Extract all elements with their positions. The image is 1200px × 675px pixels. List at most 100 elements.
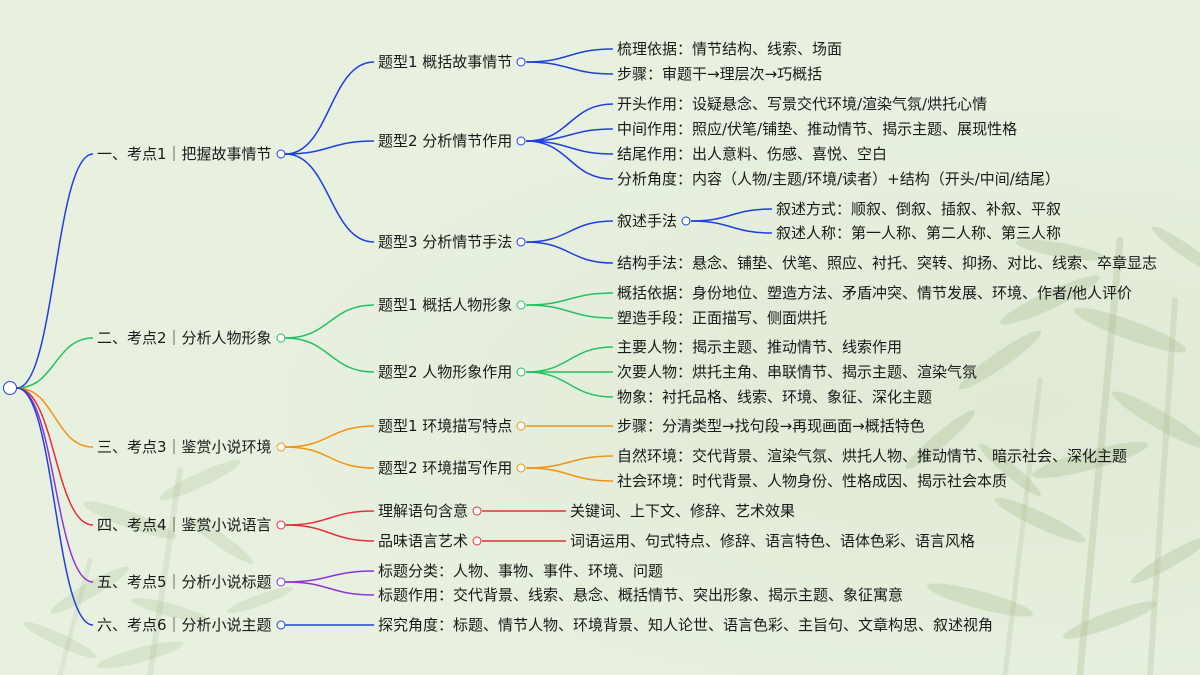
branch-5-topic-1-label[interactable]: 标题分类：人物、事物、事件、环境、问题 (378, 562, 664, 580)
branch-1-topic-3-item-1-connector (526, 220, 614, 243)
branch-2-topic-1-label[interactable]: 题型1 概括人物形象 (378, 296, 513, 314)
branch-2-topic-2-item-2-label[interactable]: 次要人物：烘托主角、串联情节、揭示主题、渲染气氛 (617, 363, 978, 381)
branch-2-topic-2-collapse-node[interactable] (516, 367, 526, 377)
branch-3-topic-2-item-1-label[interactable]: 自然环境：交代背景、渲染气氛、烘托人物、推动情节、暗示社会、深化主题 (617, 447, 1128, 465)
branch-1-topic-2-item-4-label[interactable]: 分析角度：内容（人物/主题/环境/读者）+结构（开头/中间/结尾） (617, 170, 1060, 188)
bamboo-leaf (187, 516, 253, 564)
bamboo-stalk (1002, 377, 1043, 675)
branch-3-topic-2-item-2-label[interactable]: 社会环境：时代背景、人物身份、性格成因、揭示社会本质 (617, 472, 1008, 490)
branch-4-collapse-node[interactable] (276, 520, 286, 530)
branch-2-topic-2-connector (285, 337, 375, 373)
branch-2-topic-1-item-2-label[interactable]: 塑造手段：正面描写、侧面烘托 (617, 309, 828, 327)
branch-1-label[interactable]: 一、考点1｜把握故事情节 (97, 145, 272, 163)
bamboo-leaf (23, 622, 97, 658)
branch-1-topic-2-collapse-node[interactable] (516, 136, 526, 146)
branch-1-topic-3-collapse-node[interactable] (516, 237, 526, 247)
branch-2-collapse-node[interactable] (276, 333, 286, 343)
branch-2-topic-1-connector (285, 304, 375, 339)
branch-1-topic-1-item-1-connector (526, 48, 614, 63)
branch-2-topic-1-item-2-connector (526, 304, 614, 319)
bamboo-stalk (147, 467, 183, 675)
bamboo-leaf (96, 641, 184, 669)
branch-1-topic-2-item-4-connector (526, 140, 614, 180)
branch-4-label[interactable]: 四、考点4｜鉴赏小说语言 (97, 516, 272, 534)
branch-4-topic-1-label[interactable]: 理解语句含意 (378, 502, 469, 520)
branch-5-label[interactable]: 五、考点5｜分析小说标题 (97, 573, 272, 591)
branch-2-topic-2-item-1-label[interactable]: 主要人物：揭示主题、推动情节、线索作用 (617, 338, 903, 356)
branch-5-topic-2-label[interactable]: 标题作用：交代背景、线索、悬念、概括情节、突出形象、揭示主题、象征寓意 (378, 586, 904, 604)
branch-6-label[interactable]: 六、考点6｜分析小说主题 (97, 616, 272, 634)
branch-1-topic-3-item-1-sub-1-label[interactable]: 叙述方式：顺叙、倒叙、插叙、补叙、平叙 (776, 200, 1062, 218)
branch-1-topic-3-connector (285, 153, 375, 243)
branch-1-connector (16, 153, 94, 389)
branch-3-topic-1-connector (285, 425, 375, 448)
branch-4-connector (16, 387, 94, 526)
branch-1-topic-2-connector (285, 140, 375, 155)
bamboo-leaf (1031, 441, 1149, 479)
branch-3-topic-2-connector (285, 446, 375, 469)
branch-2-topic-2-item-1-connector (526, 346, 614, 373)
branch-1-topic-3-item-2-label[interactable]: 结构手法：悬念、铺垫、伏笔、照应、衬托、突转、抑扬、对比、线索、卒章显志 (617, 254, 1158, 272)
branch-4-topic-2-item-1-label[interactable]: 词语运用、句式特点、修辞、语言特色、语体色彩、语言风格 (570, 532, 976, 550)
branch-1-topic-2-label[interactable]: 题型2 分析情节作用 (378, 132, 513, 150)
branch-3-topic-2-label[interactable]: 题型2 环境描写作用 (378, 459, 513, 477)
branch-4-topic-1-connector (285, 510, 375, 526)
branch-3-label[interactable]: 三、考点3｜鉴赏小说环境 (97, 438, 272, 456)
bamboo-leaf (958, 330, 1042, 390)
branch-4-topic-2-label[interactable]: 品味语言艺术 (378, 532, 469, 550)
branch-1-topic-1-item-1-label[interactable]: 梳理依据：情节结构、线索、场面 (617, 40, 843, 58)
branch-6-connector (16, 387, 94, 626)
branch-3-topic-2-collapse-node[interactable] (516, 463, 526, 473)
branch-1-topic-3-item-2-connector (526, 241, 614, 264)
branch-6-topic-1-label[interactable]: 探究角度：标题、情节人物、环境背景、知人论世、语言色彩、主旨句、文章构思、叙述视… (378, 616, 994, 634)
branch-4-topic-2-connector (285, 524, 375, 542)
root-node[interactable] (3, 381, 17, 395)
branch-1-topic-3-item-1-label[interactable]: 叙述手法 (617, 212, 678, 230)
branch-1-topic-2-item-2-label[interactable]: 中间作用：照应/伏笔/铺垫、推动情节、揭示主题、展现性格 (617, 120, 1018, 138)
branch-3-topic-1-label[interactable]: 题型1 环境描写特点 (378, 417, 513, 435)
branch-3-topic-1-item-1-label[interactable]: 步骤：分清类型→找句段→再现画面→概括特色 (617, 417, 925, 435)
branch-5-topic-2-connector (285, 581, 375, 596)
bamboo-leaf (159, 459, 241, 501)
branch-3-collapse-node[interactable] (276, 442, 286, 452)
branch-1-collapse-node[interactable] (276, 149, 286, 159)
bamboo-stalk (1147, 297, 1178, 675)
branch-3-topic-1-collapse-node[interactable] (516, 421, 526, 431)
branch-1-topic-1-label[interactable]: 题型1 概括故事情节 (378, 53, 513, 71)
bamboo-leaf (979, 443, 1041, 497)
branch-5-connector (16, 387, 94, 583)
branch-1-topic-3-item-1-collapse-node[interactable] (681, 216, 691, 226)
bamboo-leaf (1062, 601, 1158, 639)
branch-4-topic-1-item-1-label[interactable]: 关键词、上下文、修辞、艺术效果 (570, 502, 796, 520)
branch-1-topic-1-item-2-connector (526, 61, 614, 75)
branch-2-topic-2-item-3-label[interactable]: 物象：衬托品格、线索、环境、象征、深化主题 (617, 388, 933, 406)
branch-3-topic-2-item-2-connector (526, 467, 614, 482)
branch-2-label[interactable]: 二、考点2｜分析人物形象 (97, 329, 272, 347)
branch-1-topic-1-item-2-label[interactable]: 步骤：审题干→理层次→巧概括 (617, 65, 823, 83)
bamboo-leaf (1130, 536, 1200, 584)
bamboo-leaf (1000, 275, 1100, 325)
branch-6-collapse-node[interactable] (276, 620, 286, 630)
branch-3-connector (16, 387, 94, 448)
branch-1-topic-3-label[interactable]: 题型3 分析情节手法 (378, 233, 513, 251)
bamboo-leaf (82, 501, 178, 539)
bamboo-leaf (926, 583, 1034, 617)
branch-5-collapse-node[interactable] (276, 577, 286, 587)
bamboo-leaf (1112, 391, 1200, 449)
branch-1-topic-2-item-1-label[interactable]: 开头作用：设疑悬念、写景交代环境/渲染气氛/烘托心情 (617, 95, 988, 113)
bamboo-leaf (994, 497, 1086, 543)
branch-4-topic-1-collapse-node[interactable] (472, 506, 482, 516)
branch-2-topic-2-label[interactable]: 题型2 人物形象作用 (378, 363, 513, 381)
bamboo-leaf (1152, 226, 1200, 274)
branch-1-topic-3-item-1-sub-2-connector (690, 220, 773, 234)
branch-2-topic-1-collapse-node[interactable] (516, 300, 526, 310)
branch-4-topic-2-collapse-node[interactable] (472, 536, 482, 546)
branch-1-topic-1-collapse-node[interactable] (516, 57, 526, 67)
branch-1-topic-3-item-1-sub-2-label[interactable]: 叙述人称：第一人称、第二人称、第三人称 (776, 224, 1062, 242)
branch-1-topic-2-item-3-label[interactable]: 结尾作用：出人意料、伤感、喜悦、空白 (617, 145, 888, 163)
branch-2-topic-1-item-1-label[interactable]: 概括依据：身份地位、塑造方法、矛盾冲突、情节发展、环境、作者/他人评价 (617, 284, 1133, 302)
bamboo-stalk (1076, 236, 1124, 675)
